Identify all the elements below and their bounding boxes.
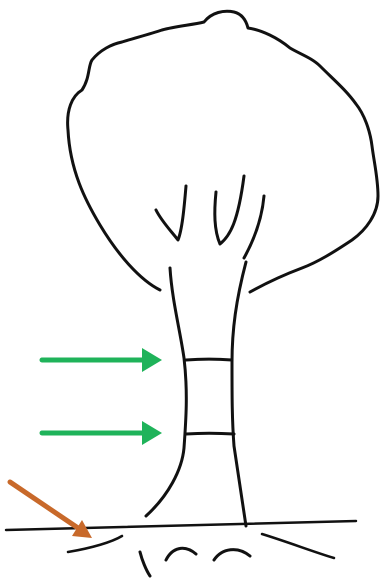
root-far-left — [68, 536, 122, 552]
canopy-outline — [68, 11, 378, 292]
trunk-left-edge — [146, 268, 186, 516]
ground-arrow-shaft — [10, 482, 78, 528]
trunk-band-lower — [186, 433, 234, 434]
branch-middle — [215, 176, 244, 244]
tree-drawing — [6, 11, 378, 576]
root-middle-right — [214, 550, 250, 560]
trunk-right-edge — [232, 262, 246, 526]
trunk-band-upper — [186, 359, 232, 360]
arrows — [10, 348, 162, 538]
branch-left — [156, 186, 186, 240]
ground-line — [6, 521, 356, 530]
upper-trunk-arrow — [42, 348, 162, 372]
lower-trunk-arrow — [42, 421, 162, 445]
root-middle-left — [166, 548, 196, 560]
root-left — [140, 552, 150, 576]
lower-trunk-arrow-head — [142, 421, 162, 445]
branch-right — [244, 196, 264, 258]
root-right — [262, 534, 334, 558]
upper-trunk-arrow-head — [142, 348, 162, 372]
